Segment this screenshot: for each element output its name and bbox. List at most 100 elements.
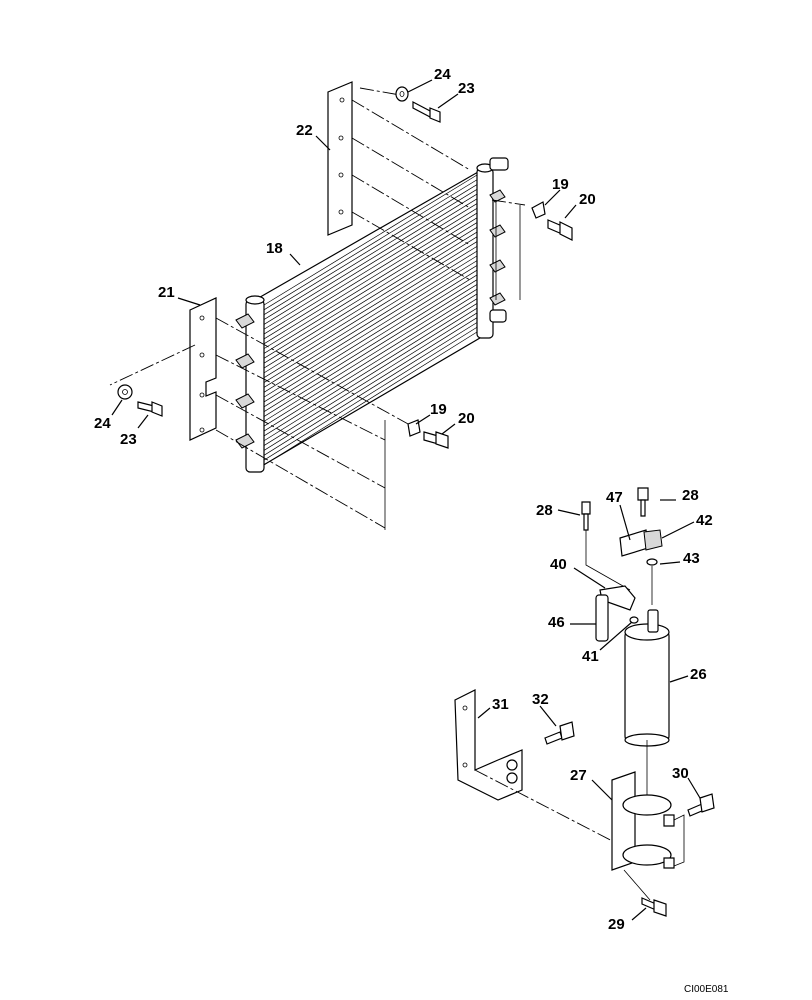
callout-24-upper: 24	[434, 66, 451, 83]
left-clips	[235, 313, 255, 449]
callout-19-upper: 19	[552, 176, 569, 193]
bracket-21-body	[189, 297, 217, 441]
callout-24-lower: 24	[94, 415, 111, 432]
hardware-lower	[117, 384, 449, 449]
callout-26: 26	[690, 666, 707, 683]
condenser-fin	[263, 236, 478, 369]
condenser-fin	[263, 326, 478, 461]
condenser-fin	[263, 203, 478, 335]
callout-19-lower: 19	[430, 401, 447, 418]
bolt-23-lower-head	[151, 401, 163, 417]
condenser-fin	[263, 212, 478, 345]
fitting-42	[643, 529, 663, 551]
callout-30: 30	[672, 765, 689, 782]
callout-22: 22	[296, 122, 313, 139]
bolt-28-right-head	[637, 487, 649, 501]
drier-port	[647, 609, 659, 633]
callout-43: 43	[683, 550, 700, 567]
condenser-fin	[263, 184, 478, 315]
clamp-27	[611, 771, 715, 917]
condenser-fin	[263, 198, 478, 330]
condenser-fin	[263, 174, 478, 306]
receiver-drier-assembly	[581, 487, 670, 805]
bolt-32-head	[559, 721, 575, 741]
callout-21: 21	[158, 284, 175, 301]
right-clips	[489, 189, 506, 306]
condenser-fin	[263, 307, 478, 442]
condenser-fin	[263, 269, 478, 403]
bracket-22-body	[327, 81, 353, 236]
condenser-fin	[263, 208, 478, 340]
callout-23-upper: 23	[458, 80, 475, 97]
receiver-drier-26	[624, 629, 670, 743]
alignment-lines	[109, 87, 526, 530]
bracket-31	[454, 689, 621, 846]
bolt-30-head	[699, 793, 715, 813]
condenser-fin	[263, 250, 478, 383]
condenser-fin	[263, 317, 478, 451]
hardware-upper	[395, 86, 573, 241]
callout-29: 29	[608, 916, 625, 933]
callout-18: 18	[266, 240, 283, 257]
bolt-20-upper-head	[559, 221, 573, 241]
bracket-31-body	[454, 689, 523, 801]
condenser-fin	[263, 265, 478, 398]
condenser-fins	[263, 174, 478, 466]
clamp-band-lower	[622, 844, 672, 866]
callout-20-lower: 20	[458, 410, 475, 427]
hose-46	[595, 594, 609, 642]
callout-23-lower: 23	[120, 431, 137, 448]
o-ring-43	[646, 558, 658, 566]
condenser-core	[235, 157, 509, 473]
bolt-23-upper-shank	[412, 101, 433, 119]
callout-28-left: 28	[536, 502, 553, 519]
callout-labels: 24 23 22 18 19 20 21 24 23 19 20 28 47 2…	[94, 66, 713, 933]
clamp-band-upper	[622, 794, 672, 816]
condenser-fin	[263, 322, 478, 456]
callout-40: 40	[550, 556, 567, 573]
condenser-fin	[263, 260, 478, 393]
condenser-fin	[263, 279, 478, 412]
condenser-fin	[263, 217, 478, 349]
bolt-23-upper-head	[429, 107, 441, 123]
condenser-fin	[263, 312, 478, 446]
bolt-29-head	[653, 899, 667, 917]
drier-top	[624, 623, 670, 641]
condenser-fin	[263, 284, 478, 417]
condenser-fin	[263, 331, 478, 466]
callout-31: 31	[492, 696, 509, 713]
left-tank	[245, 299, 265, 473]
condenser-fin	[263, 179, 478, 311]
bracket-22	[327, 81, 353, 236]
left-tank-top	[245, 295, 265, 305]
callout-28-right: 28	[682, 487, 699, 504]
condenser-fin	[263, 231, 478, 364]
drawing-code: CI00E081	[684, 984, 729, 995]
condenser-fin	[263, 288, 478, 422]
condenser-fin	[263, 255, 478, 388]
callout-32: 32	[532, 691, 549, 708]
leader-lines	[111, 79, 701, 921]
bolt-28-left-head	[581, 501, 591, 515]
washer-24-upper	[395, 86, 409, 102]
callout-41: 41	[582, 648, 599, 665]
condenser-fin	[263, 193, 478, 325]
callout-42: 42	[696, 512, 713, 529]
callout-20-upper: 20	[579, 191, 596, 208]
bracket-21	[189, 297, 217, 441]
condenser-fin	[263, 303, 478, 437]
condenser-fin	[263, 246, 478, 379]
bolt-32-shank	[544, 731, 563, 745]
outlet-fitting	[489, 309, 507, 323]
condenser-fin	[263, 274, 478, 408]
condenser-fin	[263, 293, 478, 427]
clip-19-upper	[531, 201, 546, 219]
bolt-20-lower-head	[435, 431, 449, 449]
callout-27: 27	[570, 767, 587, 784]
condenser-fin	[263, 227, 478, 359]
condenser-fin	[263, 188, 478, 320]
callout-47: 47	[606, 489, 623, 506]
condenser-fin	[263, 222, 478, 354]
